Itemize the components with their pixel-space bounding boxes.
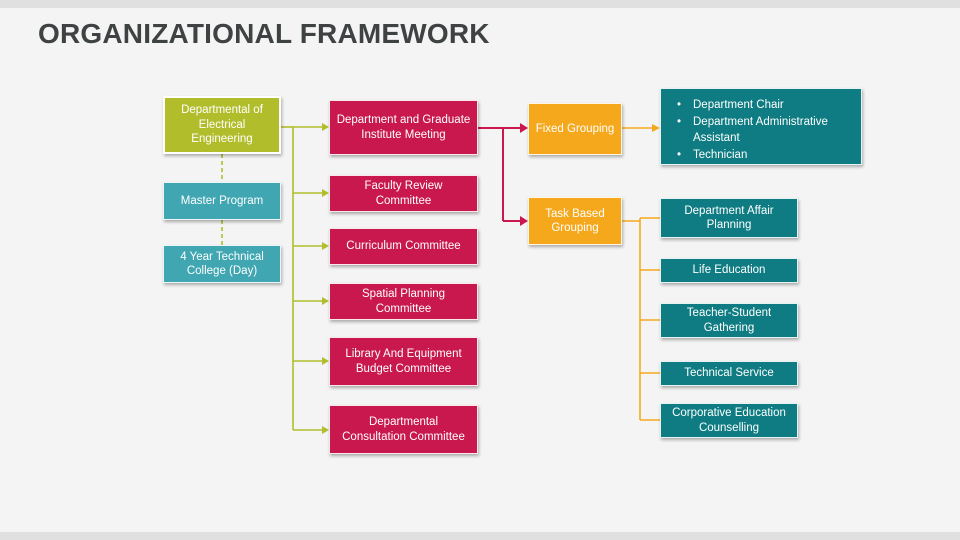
list-item: Technician [673, 147, 851, 164]
node-label: Life Education [692, 264, 766, 277]
node-label: Curriculum Committee [346, 240, 461, 253]
node-faculty-review-committee: Faculty Review Committee [329, 175, 478, 212]
list-item: Department Administrative Assistant [673, 114, 851, 147]
node-fixed-grouping: Fixed Grouping [528, 103, 622, 155]
node-label: Departmental of Electrical Engineering [181, 104, 263, 146]
node-task-based-grouping: Task Based Grouping [528, 197, 622, 245]
node-department-affair-planning: Department Affair Planning [660, 198, 798, 238]
node-4-year-technical-college: 4 Year Technical College (Day) [163, 245, 281, 283]
node-label: Corporative Education Counselling [672, 407, 786, 434]
node-label: Spatial Planning Committee [361, 288, 446, 315]
node-technical-service: Technical Service [660, 361, 798, 386]
node-curriculum-committee: Curriculum Committee [329, 228, 478, 265]
node-label: Technical Service [684, 367, 774, 380]
node-label: Teacher-Student Gathering [686, 307, 772, 334]
node-label: Departmental Consultation Committee [342, 416, 465, 443]
node-label: Department and Graduate Institute Meetin… [336, 114, 471, 141]
fixed-grouping-members-box: Department Chair Department Administrati… [660, 88, 862, 165]
node-department-graduate-institute-meeting: Department and Graduate Institute Meetin… [329, 100, 478, 155]
node-label: Task Based Grouping [545, 207, 605, 234]
node-departmental-electrical-engineering: Departmental of Electrical Engineering [163, 96, 281, 154]
node-master-program: Master Program [163, 182, 281, 220]
fixed-grouping-members-list: Department Chair Department Administrati… [673, 97, 851, 164]
node-label: Department Affair Planning [684, 204, 774, 231]
node-corporative-education-counselling: Corporative Education Counselling [660, 403, 798, 438]
node-label: Faculty Review Committee [364, 180, 443, 207]
node-label: 4 Year Technical College (Day) [180, 250, 264, 277]
list-item: Department Chair [673, 97, 851, 114]
node-label: Library And Equipment Budget Committee [345, 348, 462, 375]
node-teacher-student-gathering: Teacher-Student Gathering [660, 303, 798, 338]
node-label: Fixed Grouping [535, 122, 615, 135]
node-library-equipment-budget-committee: Library And Equipment Budget Committee [329, 337, 478, 386]
slide-top-edge [0, 0, 960, 8]
node-spatial-planning-committee: Spatial Planning Committee [329, 283, 478, 320]
page-title: ORGANIZATIONAL FRAMEWORK [38, 18, 490, 49]
node-life-education: Life Education [660, 258, 798, 283]
node-label: Master Program [180, 194, 264, 207]
slide-bottom-edge [0, 532, 960, 540]
node-departmental-consultation-committee: Departmental Consultation Committee [329, 405, 478, 454]
